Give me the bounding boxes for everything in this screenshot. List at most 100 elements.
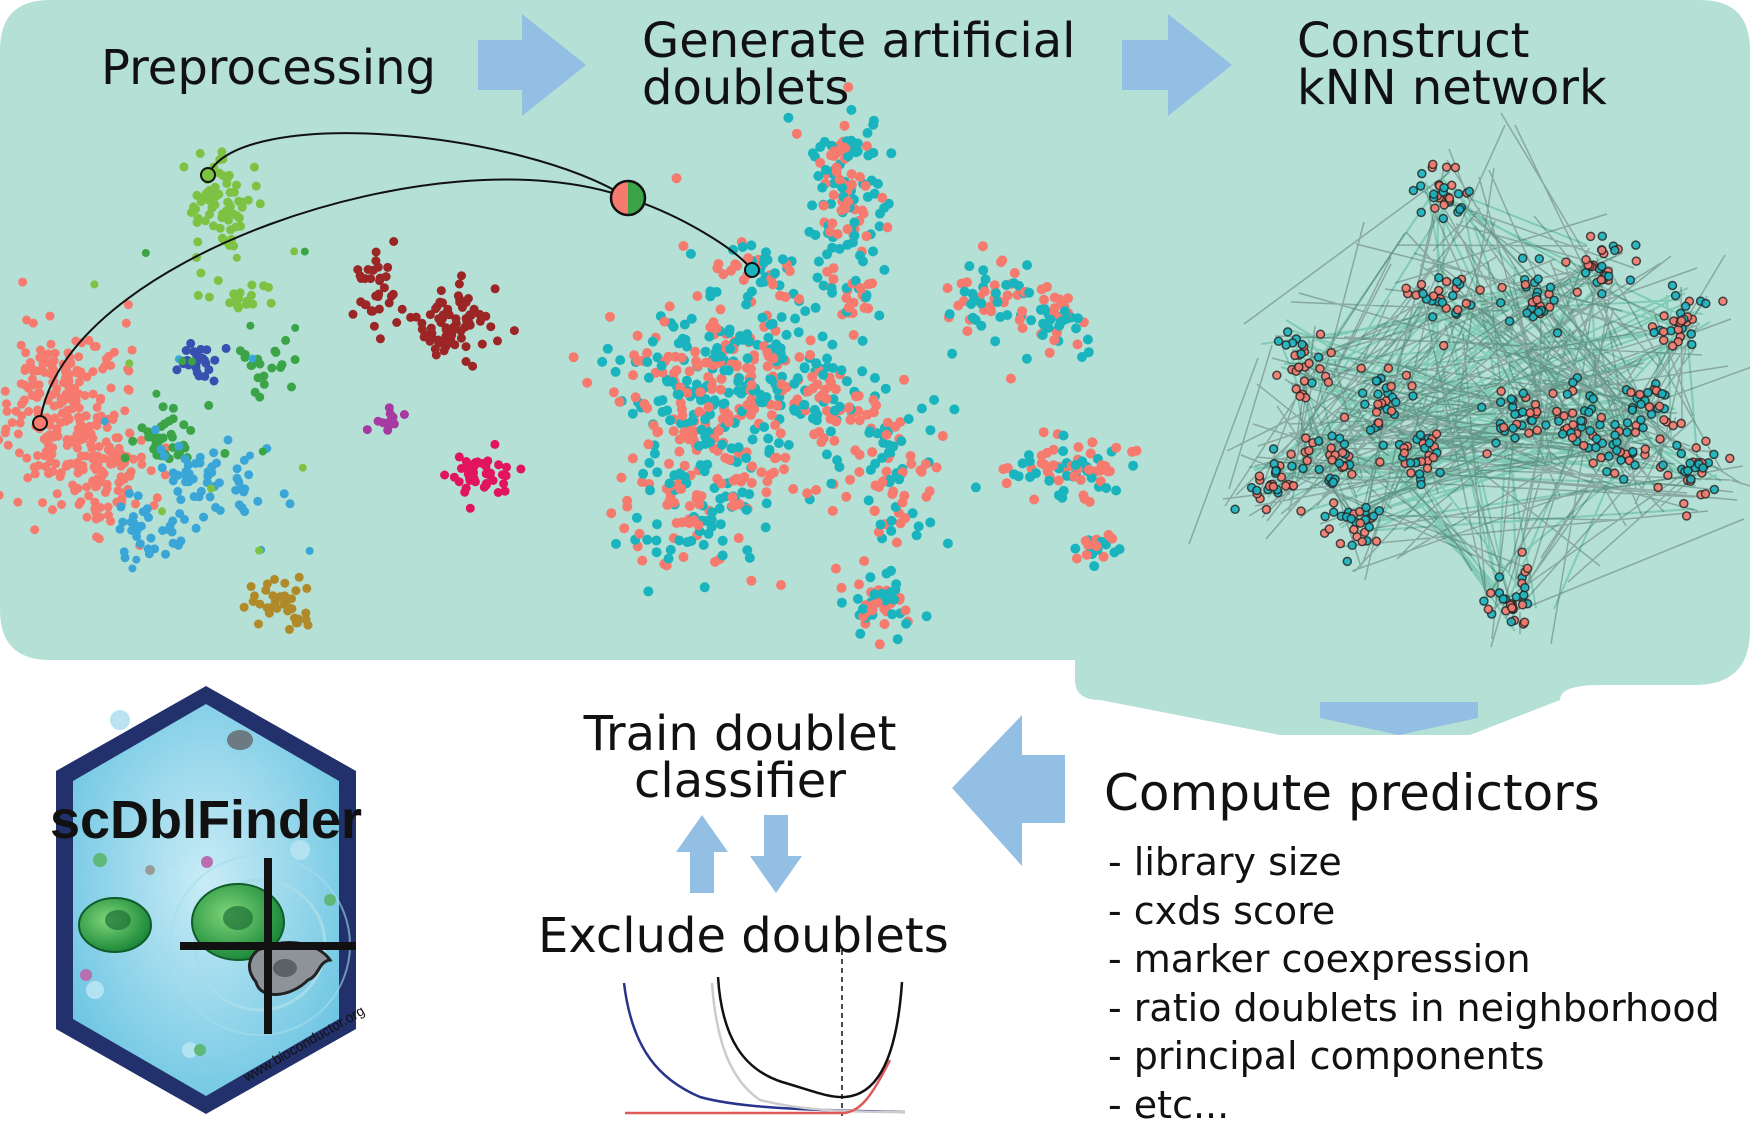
cell-point <box>93 403 102 412</box>
cell-point <box>291 355 300 364</box>
cell-point <box>725 344 735 354</box>
cell-point <box>114 486 123 495</box>
cell-point <box>1288 462 1296 470</box>
cell-point <box>632 513 642 523</box>
cell-point <box>115 478 124 487</box>
cell-point <box>832 455 842 465</box>
cell-point <box>1072 554 1082 564</box>
cell-point <box>714 426 724 436</box>
cell-point <box>763 434 773 444</box>
cell-point <box>654 396 664 406</box>
cell-point <box>1350 526 1358 534</box>
cell-point <box>1084 465 1094 475</box>
cell-point <box>1677 450 1685 458</box>
cell-point <box>675 434 685 444</box>
cell-point <box>932 463 942 473</box>
cell-point <box>679 241 689 251</box>
step-generate-line1: Generate artificial <box>642 18 1075 65</box>
cell-point <box>821 165 831 175</box>
cell-point <box>1050 303 1060 313</box>
cell-point <box>144 433 153 442</box>
cell-point <box>83 513 92 522</box>
cell-point <box>711 352 721 362</box>
cell-point <box>820 137 830 147</box>
cell-point <box>1535 308 1543 316</box>
cell-point <box>68 404 77 413</box>
cell-point <box>188 358 196 366</box>
cell-point <box>715 494 725 504</box>
cell-point <box>829 151 839 161</box>
cell-point <box>103 484 112 493</box>
cell-point <box>817 183 827 193</box>
cell-point <box>827 218 837 228</box>
cell-point <box>665 478 675 488</box>
cell-point <box>1006 374 1016 384</box>
cell-point <box>63 462 72 471</box>
cell-point <box>1087 437 1097 447</box>
cell-point <box>922 611 932 621</box>
cell-point <box>1375 507 1383 515</box>
cell-point <box>1436 469 1444 477</box>
cell-point <box>693 520 703 530</box>
cell-point <box>672 518 682 528</box>
cell-point <box>861 181 871 191</box>
cell-point <box>725 325 735 335</box>
cell-point <box>1050 293 1060 303</box>
cell-point <box>756 277 766 287</box>
cell-point <box>1 387 10 396</box>
cell-point <box>1620 475 1628 483</box>
cell-point <box>611 539 621 549</box>
cell-point <box>1374 390 1382 398</box>
cell-point <box>73 484 82 493</box>
cell-point <box>90 463 99 472</box>
cell-point <box>887 516 897 526</box>
cell-point <box>102 354 111 363</box>
cell-point <box>104 511 113 520</box>
cell-point <box>363 425 372 434</box>
cell-point <box>969 294 979 304</box>
cell-point <box>247 291 256 300</box>
cell-point <box>255 600 264 609</box>
cell-point <box>1523 309 1531 317</box>
cell-point <box>225 298 234 307</box>
cell-point <box>917 404 927 414</box>
cell-point <box>233 464 242 473</box>
cell-point <box>901 619 911 629</box>
cell-point <box>814 257 824 267</box>
cell-point <box>1330 508 1338 516</box>
cell-point <box>1400 449 1408 457</box>
cell-point <box>79 434 88 443</box>
cell-point <box>249 355 257 363</box>
cell-point <box>1605 272 1613 280</box>
cell-point <box>747 461 757 471</box>
cell-point <box>486 469 495 478</box>
cell-point <box>179 162 188 171</box>
step-compute-label: Compute predictors <box>1104 768 1600 818</box>
cell-point <box>771 339 781 349</box>
cell-point <box>165 417 174 426</box>
cell-point <box>831 564 841 574</box>
cell-point <box>718 399 728 409</box>
cell-point <box>1132 446 1142 456</box>
cell-point <box>1637 400 1645 408</box>
cell-point <box>829 190 839 200</box>
cell-point <box>855 450 865 460</box>
cell-point <box>1637 416 1645 424</box>
cell-point <box>1425 439 1433 447</box>
cell-point <box>383 263 392 272</box>
cell-point <box>1547 283 1555 291</box>
cell-point <box>1358 538 1366 546</box>
cell-point <box>1092 541 1102 551</box>
cell-point <box>286 499 295 508</box>
cell-point <box>827 283 837 293</box>
cell-point <box>782 330 792 340</box>
cell-point <box>1367 426 1375 434</box>
cell-point <box>1419 290 1427 298</box>
cell-point <box>1424 464 1432 472</box>
cell-point <box>1585 408 1593 416</box>
cell-point <box>1040 460 1050 470</box>
cell-point <box>1589 459 1597 467</box>
cell-point <box>1058 446 1068 456</box>
cell-point <box>742 545 752 555</box>
cell-point <box>209 221 218 230</box>
